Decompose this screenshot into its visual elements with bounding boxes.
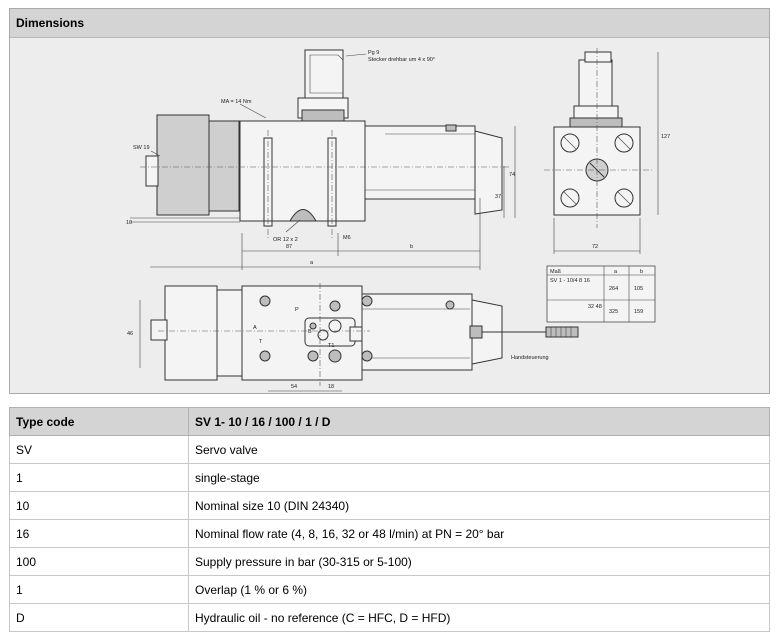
table-row: D Hydraulic oil - no reference (C = HFC,… (9, 603, 770, 632)
dim-54: 54 (291, 384, 297, 390)
size-table-row2-type: 32 48 (588, 304, 602, 310)
code-cell: 100 (9, 547, 189, 576)
description-cell: Servo valve (188, 435, 770, 464)
label-plug-rotation: Stecker drehbar um 4 x 90° (368, 57, 435, 63)
code-cell: 1 (9, 575, 189, 604)
table-row: SV Servo valve (9, 435, 770, 464)
size-table-header-a: a (614, 269, 618, 275)
type-code-header: Type code (9, 407, 189, 436)
dimensions-panel: Dimensions (9, 8, 770, 394)
size-table-row2-a: 325 (609, 309, 618, 315)
port-t1: T1 (328, 343, 334, 349)
port-b: B (308, 329, 312, 335)
description-cell: Nominal flow rate (4, 8, 16, 32 or 48 l/… (188, 519, 770, 548)
label-torque: MA = 14 Nm (221, 99, 252, 105)
technical-drawing: Pg 9 Stecker drehbar um 4 x 90° MA = 14 … (126, 48, 670, 392)
table-row: 1 Overlap (1 % or 6 %) (9, 575, 770, 604)
table-row: 100 Supply pressure in bar (30-315 or 5-… (9, 547, 770, 576)
size-table-header-b: b (640, 269, 643, 275)
code-cell: D (9, 603, 189, 632)
code-cell: 10 (9, 491, 189, 520)
table-row: 1 single-stage (9, 463, 770, 492)
size-table-row1-a: 264 (609, 286, 618, 292)
size-table-row1-b: 105 (634, 286, 643, 292)
code-cell: 1 (9, 463, 189, 492)
description-cell: Supply pressure in bar (30-315 or 5-100) (188, 547, 770, 576)
size-table-header-mass: Maß (550, 269, 562, 275)
front-view (130, 49, 516, 270)
size-table-row2-b: 159 (634, 309, 643, 315)
label-pg: Pg 9 (368, 50, 379, 56)
description-cell: Nominal size 10 (DIN 24340) (188, 491, 770, 520)
dim-10: 10 (126, 220, 132, 226)
table-row: 16 Nominal flow rate (4, 8, 16, 32 or 48… (9, 519, 770, 548)
label-sw19: SW 19 (133, 145, 150, 151)
dimensions-header: Dimensions (10, 9, 769, 38)
dim-a: a (310, 260, 314, 266)
port-a: A (253, 325, 257, 331)
code-cell: 16 (9, 519, 189, 548)
description-cell: single-stage (188, 463, 770, 492)
dimension-drawing: Pg 9 Stecker drehbar um 4 x 90° MA = 14 … (10, 38, 769, 393)
size-table-row1-type: SV 1 - 10/4 8 16 (550, 278, 590, 284)
table-row: 10 Nominal size 10 (DIN 24340) (9, 491, 770, 520)
label-manual-override: Handsteuerung (511, 355, 549, 361)
dim-18: 18 (328, 384, 334, 390)
dim-37: 37 (495, 194, 501, 200)
type-code-header-row: Type code SV 1- 10 / 16 / 100 / 1 / D (9, 407, 770, 436)
description-cell: Hydraulic oil - no reference (C = HFC, D… (188, 603, 770, 632)
dim-46: 46 (127, 331, 133, 337)
dim-72: 72 (592, 244, 598, 250)
dim-127: 127 (661, 134, 670, 140)
dim-b: b (410, 244, 413, 250)
type-code-table: Type code SV 1- 10 / 16 / 100 / 1 / D SV… (9, 407, 770, 632)
top-view (139, 283, 579, 392)
label-m6: M6 (343, 235, 351, 241)
description-cell: Overlap (1 % or 6 %) (188, 575, 770, 604)
dim-87: 87 (286, 244, 292, 250)
port-p: P (295, 307, 299, 313)
type-code-example-header: SV 1- 10 / 16 / 100 / 1 / D (188, 407, 770, 436)
size-table (546, 265, 656, 323)
code-cell: SV (9, 435, 189, 464)
side-view (544, 48, 659, 254)
dim-74: 74 (509, 172, 515, 178)
label-oring: OR 12 x 2 (273, 237, 298, 243)
port-t: T (259, 339, 263, 345)
